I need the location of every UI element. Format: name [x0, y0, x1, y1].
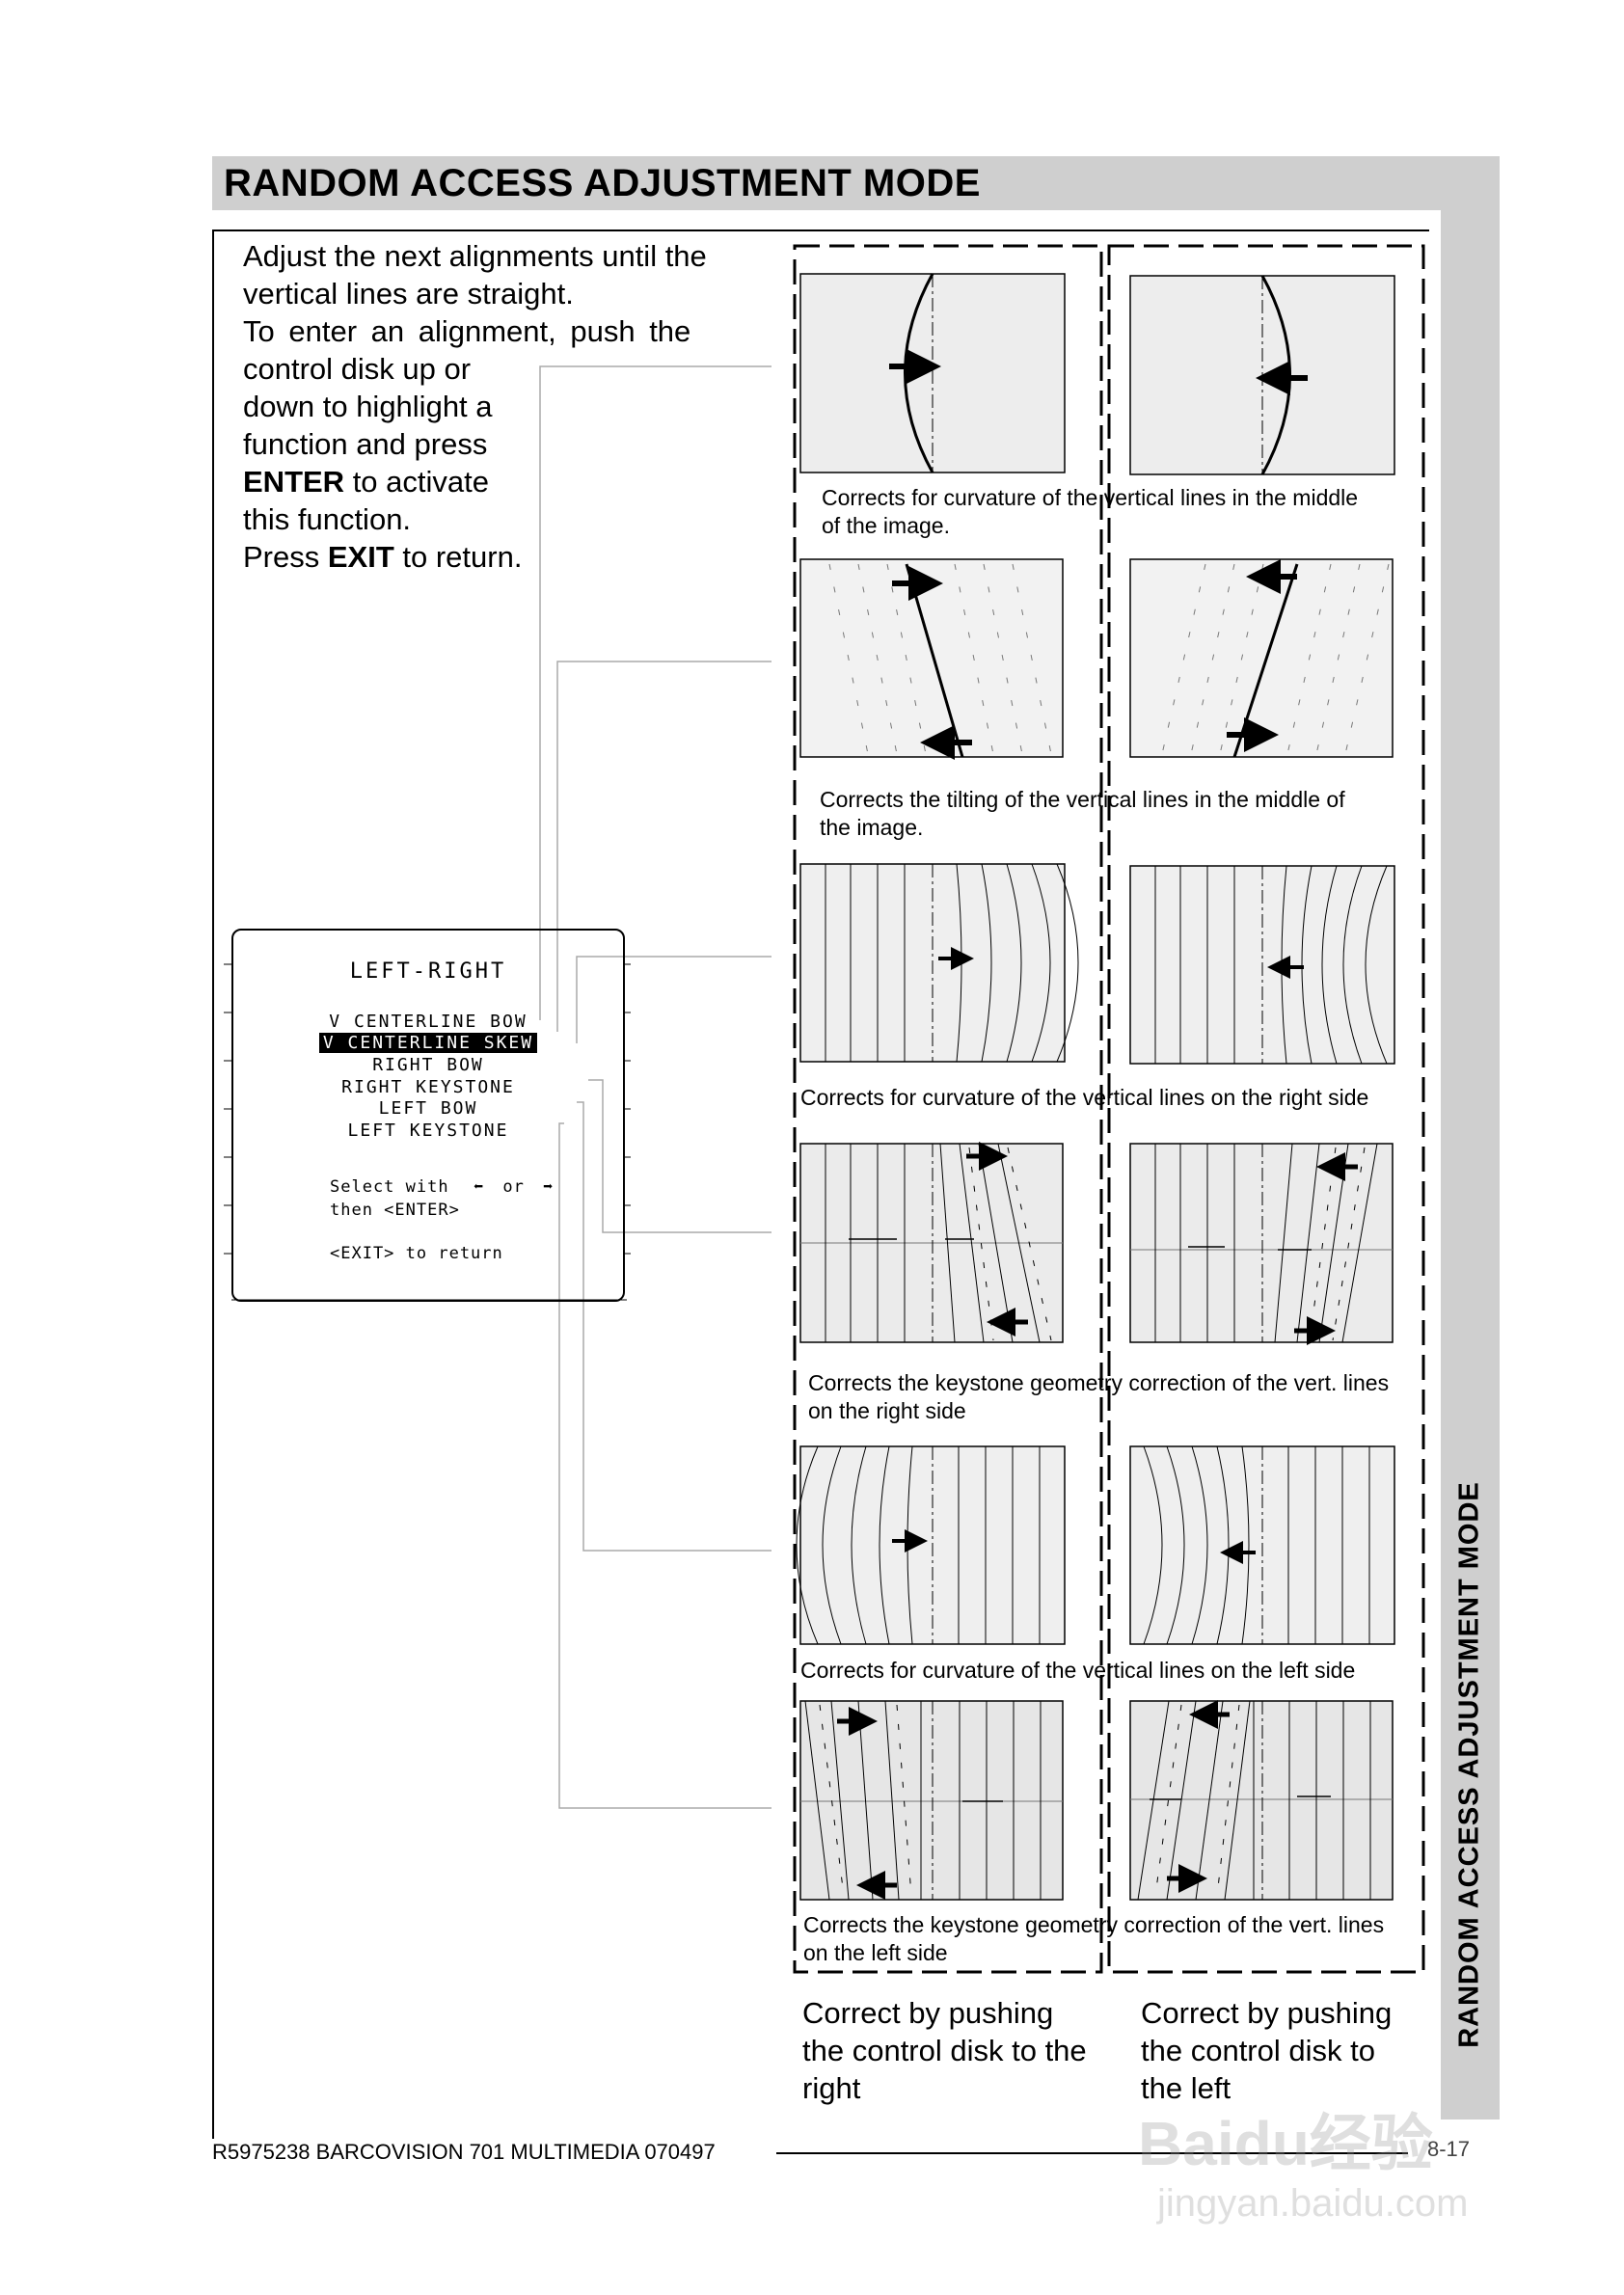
diagram-centerline-bow-right: [799, 273, 1066, 473]
instr-select-label: Select with: [330, 1177, 449, 1197]
menu-item-v-centerline-skew[interactable]: V CENTERLINE SKEW: [233, 1033, 623, 1053]
caption-line: on the left side: [803, 1940, 948, 1965]
side-title-text: RANDOM ACCESS ADJUSTMENT MODE: [1453, 1481, 1485, 2048]
page-title: RANDOM ACCESS ADJUSTMENT MODE: [224, 162, 981, 204]
caption-centerline-bow: Corrects for curvature of the vertical l…: [822, 484, 1358, 540]
bottom-caption-line: the control disk to: [1141, 2034, 1375, 2067]
caption-left-keystone: Corrects the keystone geometry correctio…: [803, 1911, 1384, 1967]
intro-fragment: to activate: [344, 465, 489, 499]
diagram-right-keystone-right: [799, 1142, 1064, 1343]
diagram-left-keystone-left: [1129, 1700, 1394, 1901]
intro-line: this function.: [243, 502, 412, 536]
intro-line: Adjust the next alignments until the: [243, 239, 707, 273]
diagram-right-bow-left: [1129, 865, 1395, 1065]
footer-rule: [776, 2152, 1408, 2154]
intro-line: down to highlight a: [243, 390, 493, 423]
title-bar: [212, 156, 1500, 210]
exit-keyword: EXIT: [327, 540, 394, 574]
menu-item-selected-label: V CENTERLINE SKEW: [318, 1033, 538, 1053]
diagram-centerline-bow-left: [1129, 275, 1395, 475]
watermark-url: jingyan.baidu.com: [1157, 2182, 1469, 2225]
frame-top-rule: [212, 230, 1429, 231]
arrow-left-icon: ⬅: [473, 1177, 485, 1197]
caption-line: Corrects the keystone geometry correctio…: [803, 1912, 1385, 1937]
enter-keyword: ENTER: [243, 465, 345, 499]
diagram-left-bow-left: [1129, 1445, 1395, 1645]
caption-right-keystone: Corrects the keystone geometry correctio…: [808, 1369, 1389, 1425]
diagram-left-keystone-right: [799, 1700, 1064, 1901]
bottom-caption-line: the left: [1141, 2071, 1232, 2105]
intro-fragment: Press: [243, 540, 328, 574]
intro-line: ENTER to activate: [243, 463, 730, 500]
intro-line: To enter an alignment, push the: [243, 314, 691, 348]
caption-left-bow: Corrects for curvature of the vertical l…: [800, 1658, 1356, 1683]
caption-right-bow: Corrects for curvature of the vertical l…: [800, 1085, 1369, 1110]
diagram-centerline-skew-left: [1129, 558, 1394, 758]
intro-text: Adjust the next alignments until the ver…: [243, 237, 730, 576]
caption-line: of the image.: [822, 513, 950, 538]
footer-doc-id: R5975238 BARCOVISION 701 MULTIMEDIA 0704…: [212, 2140, 716, 2164]
intro-fragment: to return.: [393, 540, 523, 574]
menu-instruction-exit: <EXIT> to return: [330, 1244, 503, 1263]
menu-instruction-enter: then <ENTER>: [330, 1201, 460, 1220]
intro-line: control disk up or: [243, 352, 472, 386]
arrow-right-icon: ➡: [543, 1177, 555, 1197]
watermark-logo: Baidu经验: [1138, 2109, 1433, 2178]
menu-item-right-keystone[interactable]: RIGHT KEYSTONE: [341, 1077, 515, 1097]
frame-left-rule: [212, 230, 214, 2139]
instr-or-label: or: [502, 1177, 525, 1197]
bottom-caption-line: Correct by pushing: [802, 1996, 1054, 2030]
diagram-centerline-skew-right: [799, 558, 1064, 760]
menu-box: LEFT-RIGHT V CENTERLINE BOW V CENTERLINE…: [231, 929, 625, 1302]
menu-item-v-centerline-bow[interactable]: V CENTERLINE BOW: [329, 1012, 528, 1032]
menu-item-left-bow[interactable]: LEFT BOW: [378, 1098, 478, 1119]
side-strip: [1441, 210, 1500, 2120]
bottom-caption-push-right: Correct by pushing the control disk to t…: [802, 1994, 1121, 2107]
bottom-caption-line: the control disk to the: [802, 2034, 1087, 2067]
caption-line: Corrects for curvature of the vertical l…: [822, 485, 1359, 510]
bottom-caption-push-left: Correct by pushing the control disk to t…: [1141, 1994, 1459, 2107]
diagram-left-bow-right: [796, 1445, 1066, 1645]
intro-line: function and press: [243, 427, 488, 461]
caption-line: on the right side: [808, 1398, 966, 1423]
bottom-caption-line: right: [802, 2071, 861, 2105]
menu-item-left-keystone[interactable]: LEFT KEYSTONE: [347, 1120, 509, 1141]
menu-connector-lines: [539, 365, 771, 1809]
diagram-right-bow-right: [799, 863, 1079, 1063]
intro-line: vertical lines are straight.: [243, 277, 574, 310]
bottom-caption-line: Correct by pushing: [1141, 1996, 1393, 2030]
intro-line: Press EXIT to return.: [243, 538, 730, 576]
menu-instruction-select: Select with ⬅ or ➡: [330, 1177, 554, 1197]
caption-line: Corrects the keystone geometry correctio…: [808, 1370, 1390, 1395]
dashed-column-frames: [793, 244, 1425, 1974]
diagram-right-keystone-left: [1129, 1143, 1394, 1345]
page-number: 8-17: [1427, 2137, 1471, 2161]
menu-item-right-bow[interactable]: RIGHT BOW: [372, 1055, 484, 1075]
caption-centerline-skew: Corrects the tilting of the vertical lin…: [820, 786, 1345, 842]
caption-line: the image.: [820, 815, 924, 840]
caption-line: Corrects the tilting of the vertical lin…: [820, 787, 1345, 812]
menu-title: LEFT-RIGHT: [349, 959, 507, 984]
